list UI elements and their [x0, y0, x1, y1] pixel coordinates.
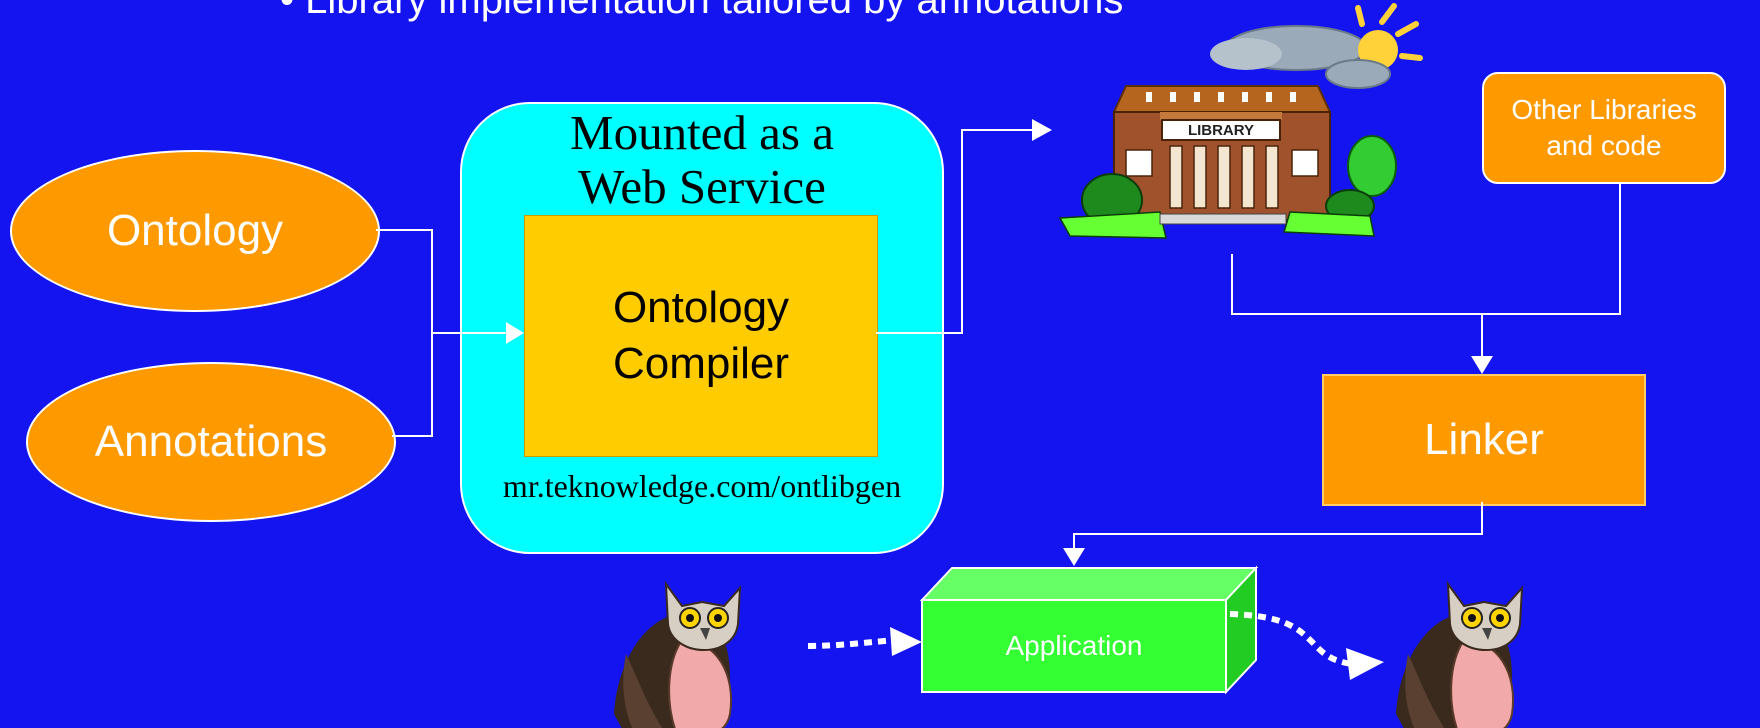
other-libraries-line2: and code: [1546, 130, 1662, 161]
application-to-owl-arrow: [1229, 611, 1384, 680]
linker-box: Linker: [1322, 374, 1646, 506]
linker-label: Linker: [1424, 415, 1544, 464]
web-service-url: mr.teknowledge.com/ontlibgen: [502, 468, 902, 504]
owl-icon: [1396, 580, 1524, 728]
web-service-title: Mounted as a Web Service: [460, 106, 944, 214]
inputs-to-compiler-connector: [376, 229, 520, 437]
slide-bullet: • Library implementation tailored by ann…: [280, 0, 1124, 22]
library-building-icon: LIBRARY: [1058, 3, 1423, 239]
annotations-node: Annotations: [26, 362, 396, 522]
library-sign: LIBRARY: [1188, 122, 1254, 139]
application-label: Application: [1005, 630, 1143, 661]
libraries-to-linker-connector: [1231, 182, 1621, 374]
web-service-title-line2: Web Service: [578, 159, 826, 214]
ontology-label: Ontology: [106, 206, 284, 255]
compiler-line2: Compiler: [612, 339, 790, 388]
web-service-title-line1: Mounted as a: [570, 105, 834, 160]
compiler-line1: Ontology: [612, 283, 790, 332]
owl-icon: [614, 580, 742, 728]
annotations-label: Annotations: [94, 417, 328, 466]
ontology-node: Ontology: [10, 150, 380, 312]
ontology-compiler-box: Ontology Compiler: [524, 215, 878, 457]
other-libraries-box: Other Libraries and code: [1482, 72, 1726, 184]
linker-to-application-connector: [1063, 502, 1483, 566]
application-box: [919, 565, 1259, 695]
compiler-to-library-connector: [876, 119, 1052, 334]
compiler-input-arrowhead: [506, 322, 524, 344]
other-libraries-line1: Other Libraries: [1511, 94, 1697, 125]
owl-to-application-arrow: [807, 627, 922, 656]
